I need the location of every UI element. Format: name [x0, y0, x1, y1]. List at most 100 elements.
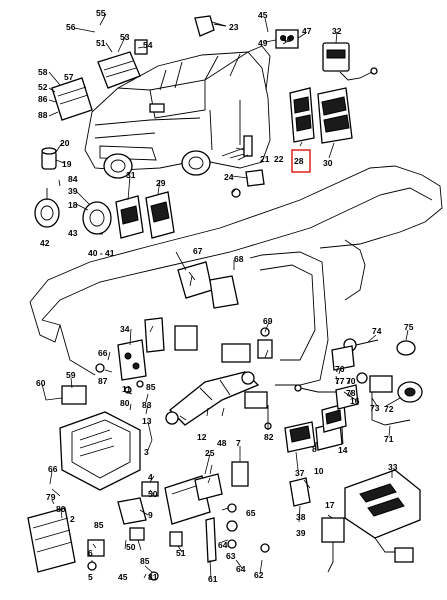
- label-84: 84: [68, 174, 78, 184]
- console-33[interactable]: [344, 469, 421, 563]
- module-57[interactable]: [51, 77, 93, 121]
- part-70[interactable]: [356, 372, 368, 384]
- label-66b: 66: [48, 464, 58, 474]
- switch-16[interactable]: [335, 384, 359, 410]
- label-77: 77: [335, 376, 345, 386]
- part-77-78[interactable]: [331, 345, 355, 371]
- label-85c: 85: [140, 556, 150, 566]
- fasteners-bottom[interactable]: [149, 503, 270, 581]
- bracket-23[interactable]: [194, 15, 227, 37]
- horn-40-41[interactable]: [82, 201, 112, 235]
- label-18: 18: [68, 200, 78, 210]
- switch-69[interactable]: [257, 327, 273, 359]
- label-43: 43: [68, 228, 78, 238]
- label-37: 37: [295, 468, 305, 478]
- label-61: 61: [208, 574, 218, 584]
- switch-37[interactable]: [284, 421, 316, 453]
- part-24[interactable]: [231, 169, 265, 198]
- connector-15[interactable]: [244, 391, 268, 409]
- label-51b: 51: [176, 548, 186, 558]
- label-39b: 39: [296, 528, 306, 538]
- label-5: 5: [88, 572, 93, 582]
- label-22: 22: [274, 154, 284, 164]
- label-19: 19: [62, 159, 72, 169]
- part-61[interactable]: [205, 517, 217, 563]
- label-87: 87: [98, 376, 108, 386]
- switch-assembly-28[interactable]: [289, 87, 315, 143]
- label-67: 67: [193, 246, 203, 256]
- switch-49-area[interactable]: [221, 343, 251, 363]
- label-7: 7: [236, 438, 241, 448]
- socket-72[interactable]: [397, 381, 423, 403]
- label-88: 88: [38, 110, 48, 120]
- label-40-41: 40 - 41: [88, 248, 115, 258]
- label-64b: 64: [236, 564, 246, 574]
- label-81: 81: [148, 572, 158, 582]
- label-12: 12: [197, 432, 207, 442]
- label-73: 73: [370, 403, 380, 413]
- part-6[interactable]: [117, 497, 147, 525]
- label-80b: 80: [56, 504, 66, 514]
- label-34: 34: [120, 324, 130, 334]
- label-69: 69: [263, 316, 273, 326]
- label-70: 70: [346, 376, 356, 386]
- column-switch-assembly[interactable]: [165, 371, 260, 426]
- part-21-22[interactable]: [229, 135, 253, 159]
- label-25: 25: [205, 448, 215, 458]
- label-11: 11: [122, 384, 131, 394]
- lamp-75[interactable]: [396, 340, 416, 356]
- part-5[interactable]: [87, 561, 97, 571]
- label-51: 51: [96, 38, 106, 48]
- harness-71[interactable]: [371, 392, 411, 426]
- label-45b: 45: [118, 572, 128, 582]
- label-17: 17: [325, 500, 335, 510]
- label-39: 39: [68, 186, 78, 196]
- label-3: 3: [144, 447, 149, 457]
- part-51[interactable]: [169, 531, 183, 547]
- relay-29[interactable]: [145, 191, 175, 239]
- connector-59[interactable]: [61, 385, 87, 405]
- part-50[interactable]: [129, 527, 145, 541]
- harness-76[interactable]: [294, 384, 336, 393]
- fuse-box-79[interactable]: [27, 507, 76, 573]
- label-74: 74: [372, 326, 382, 336]
- relay-54[interactable]: [134, 39, 148, 55]
- label-62: 62: [254, 570, 264, 580]
- horn-42[interactable]: [34, 188, 60, 228]
- switch-assembly-30[interactable]: [317, 87, 353, 144]
- label-30: 30: [323, 158, 333, 168]
- module-34[interactable]: [117, 339, 147, 381]
- part-66[interactable]: [174, 325, 198, 351]
- part-67-bracket[interactable]: [177, 261, 239, 309]
- switch-17[interactable]: [321, 517, 345, 573]
- label-23: 23: [229, 22, 239, 32]
- label-59: 59: [66, 370, 76, 380]
- part-35[interactable]: [144, 317, 165, 353]
- switch-14[interactable]: [321, 403, 347, 433]
- unit-20[interactable]: [41, 147, 57, 170]
- leader-lines: [41, 13, 409, 579]
- label-52: 52: [38, 82, 48, 92]
- connector-46[interactable]: [275, 29, 299, 49]
- label-16: 16: [350, 396, 360, 406]
- label-56: 56: [66, 22, 76, 32]
- part-7-25[interactable]: [194, 461, 249, 501]
- vehicle-illustration: [84, 45, 271, 179]
- label-28: 28: [294, 156, 304, 166]
- label-58: 58: [38, 67, 48, 77]
- label-21: 21: [260, 154, 270, 164]
- switch-38[interactable]: [289, 477, 311, 507]
- label-48: 48: [217, 438, 227, 448]
- junction-block-3[interactable]: [59, 411, 141, 491]
- relay-53[interactable]: [97, 51, 141, 89]
- label-79: 79: [46, 492, 56, 502]
- label-47: 47: [302, 26, 312, 36]
- label-63: 63: [226, 551, 236, 561]
- label-8: 8: [312, 444, 317, 454]
- relay-32[interactable]: [322, 42, 378, 81]
- label-46: 46: [282, 34, 292, 44]
- relay-31[interactable]: [115, 195, 144, 239]
- plug-73[interactable]: [369, 375, 393, 393]
- label-9: 9: [148, 510, 153, 520]
